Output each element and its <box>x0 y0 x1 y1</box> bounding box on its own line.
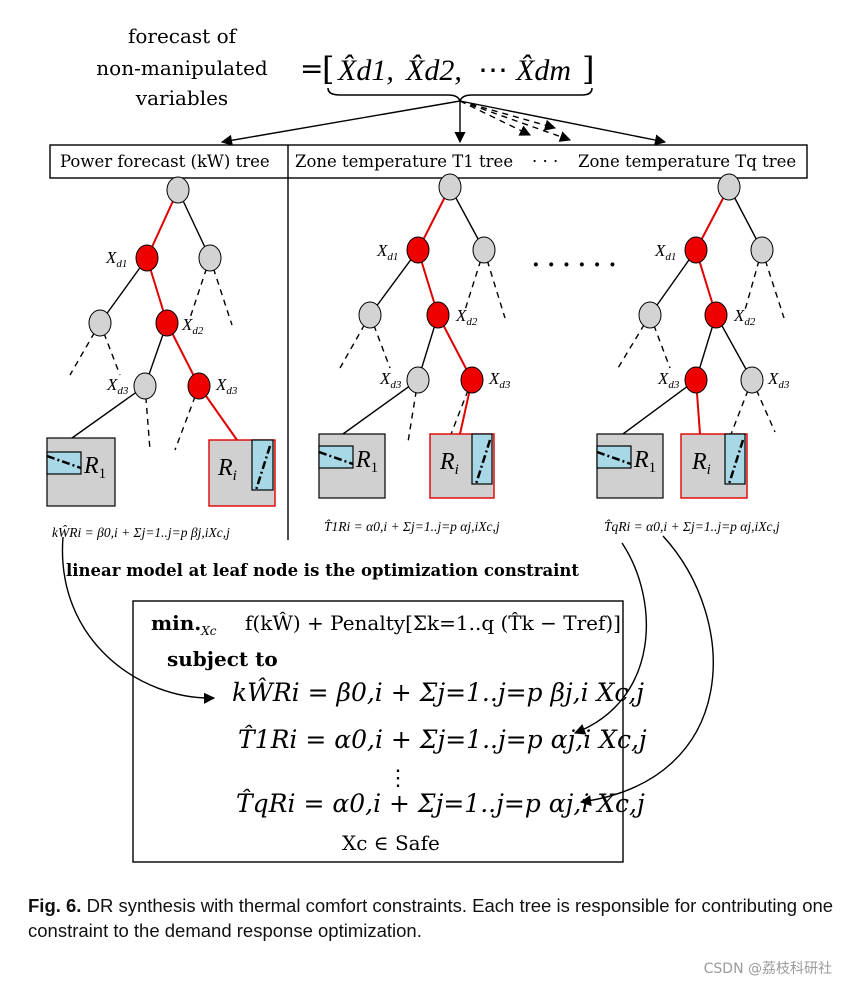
svg-text:Ri: Ri <box>217 455 237 484</box>
svg-text:Ri: Ri <box>691 449 711 478</box>
forecast-label-line1: forecast of <box>128 24 238 48</box>
leaf-r1: R1 <box>318 433 386 499</box>
objective-function: f(kŴ) + Penalty[Σk=1..q (T̂k − Tref)] <box>245 611 621 635</box>
node-xd3 <box>460 366 484 394</box>
svg-text:Xd1: Xd1 <box>654 241 676 263</box>
node-inactive <box>358 301 382 329</box>
tree-power: Xd1 Xd2 Xd3 Xd3 R1 Ri kŴRi = β0,i + Σj=1… <box>46 176 276 540</box>
forecast-vector: [ X̂d1, X̂d2, ⋯ X̂dm ] <box>322 50 594 88</box>
svg-text:R1: R1 <box>83 453 106 482</box>
node-root <box>166 176 190 204</box>
node-inactive <box>88 309 112 337</box>
caption-text: DR synthesis with thermal comfort constr… <box>28 895 834 941</box>
leaf-r1: R1 <box>596 433 664 499</box>
node-xd3-inactive <box>133 372 157 400</box>
vector-item-4: X̂dm <box>515 54 571 87</box>
node-inactive <box>750 236 774 264</box>
svg-text:Xd3: Xd3 <box>379 369 402 391</box>
svg-text:min.Xc: min.Xc <box>151 611 217 638</box>
forecast-equals: = <box>300 52 323 85</box>
forecast-arrows <box>220 100 667 146</box>
constraint-power: kŴRi = β0,i + Σj=1..j=p βj,i Xc,j <box>232 678 644 707</box>
vector-item-3: ⋯ <box>478 54 508 87</box>
svg-text:Xd3: Xd3 <box>767 369 790 391</box>
constraint-arrows <box>61 535 714 807</box>
header-t1-tree: Zone temperature T1 tree <box>295 152 513 171</box>
vector-item-1: X̂d1, <box>337 54 394 87</box>
caption-label: Fig. 6. <box>28 895 82 916</box>
tree-tq: Xd1 Xd2 Xd3 Xd3 R1 Ri T̂qRi = α0,i + Σj=… <box>596 173 790 534</box>
svg-text:Xd2: Xd2 <box>181 315 204 337</box>
vector-close-bracket: ] <box>582 50 594 88</box>
node-inactive <box>198 244 222 272</box>
forecast-label-line2: non-manipulated <box>96 56 268 80</box>
svg-text:Xd3: Xd3 <box>657 369 680 391</box>
tree-t1: Xd1 Xd2 Xd3 Xd3 R1 Ri T̂1Ri = α0,i + Σj=… <box>318 173 511 534</box>
constraint-tq: T̂qRi = α0,i + Σj=1..j=p αj,i Xc,j <box>236 789 645 818</box>
linear-model-note: linear model at leaf node is the optimiz… <box>66 561 579 580</box>
svg-text:Xd2: Xd2 <box>733 306 756 328</box>
header-power-tree: Power forecast (kW) tree <box>60 152 270 171</box>
leaf-ri: Ri <box>429 433 495 499</box>
svg-text:Xd3: Xd3 <box>215 375 238 397</box>
vector-underbrace <box>327 87 593 104</box>
node-xd3-inactive <box>406 366 430 394</box>
watermark: CSDN @荔枝科研社 <box>703 961 832 977</box>
svg-text:Xd3: Xd3 <box>488 369 511 391</box>
leaf-ri: Ri <box>680 433 748 499</box>
constraint-vdots: ⋮ <box>387 766 409 791</box>
node-inactive <box>472 236 496 264</box>
node-xd1 <box>135 244 159 272</box>
forecast-label: forecast of non-manipulated variables <box>96 24 268 110</box>
tree-header-box <box>49 144 808 179</box>
subject-to: subject to <box>167 647 278 671</box>
node-xd3 <box>187 372 211 400</box>
header-tq-tree: Zone temperature Tq tree <box>578 152 796 171</box>
header-ellipsis: · · · <box>532 152 558 171</box>
svg-text:Xd2: Xd2 <box>455 306 478 328</box>
leaf-r1: R1 <box>46 437 116 507</box>
objective-min: min. <box>151 611 201 635</box>
node-xd2 <box>426 301 450 329</box>
vector-item-2: X̂d2, <box>405 54 462 87</box>
svg-text:Xd3: Xd3 <box>106 375 129 397</box>
svg-text:Xd1: Xd1 <box>105 248 127 270</box>
svg-text:R1: R1 <box>633 447 656 476</box>
optimization-box <box>132 600 624 863</box>
leaf-ri: Ri <box>208 439 276 507</box>
leaf-eq-t1: T̂1Ri = α0,i + Σj=1..j=p αj,iXc,j <box>324 519 500 534</box>
node-xd1 <box>684 236 708 264</box>
tree-dots: · · · · · · <box>532 252 616 278</box>
node-root <box>717 173 741 201</box>
node-root <box>438 173 462 201</box>
figure-caption: Fig. 6. DR synthesis with thermal comfor… <box>28 893 840 943</box>
node-inactive <box>638 301 662 329</box>
vector-open-bracket: [ <box>322 50 334 88</box>
svg-text:Xd1: Xd1 <box>376 241 398 263</box>
node-xd2 <box>704 301 728 329</box>
leaf-eq-power: kŴRi = β0,i + Σj=1..j=p βj,iXc,j <box>52 525 230 540</box>
node-xd2 <box>155 309 179 337</box>
svg-text:Ri: Ri <box>439 449 459 478</box>
leaf-eq-tq: T̂qRi = α0,i + Σj=1..j=p αj,iXc,j <box>604 519 780 534</box>
node-xd3 <box>684 366 708 394</box>
svg-text:R1: R1 <box>355 447 378 476</box>
safe-constraint: Xc ∈ Safe <box>342 831 440 855</box>
forecast-label-line3: variables <box>135 86 228 110</box>
node-xd3-inactive <box>740 366 764 394</box>
constraint-t1: T̂1Ri = α0,i + Σj=1..j=p αj,i Xc,j <box>238 725 647 754</box>
node-xd1 <box>406 236 430 264</box>
